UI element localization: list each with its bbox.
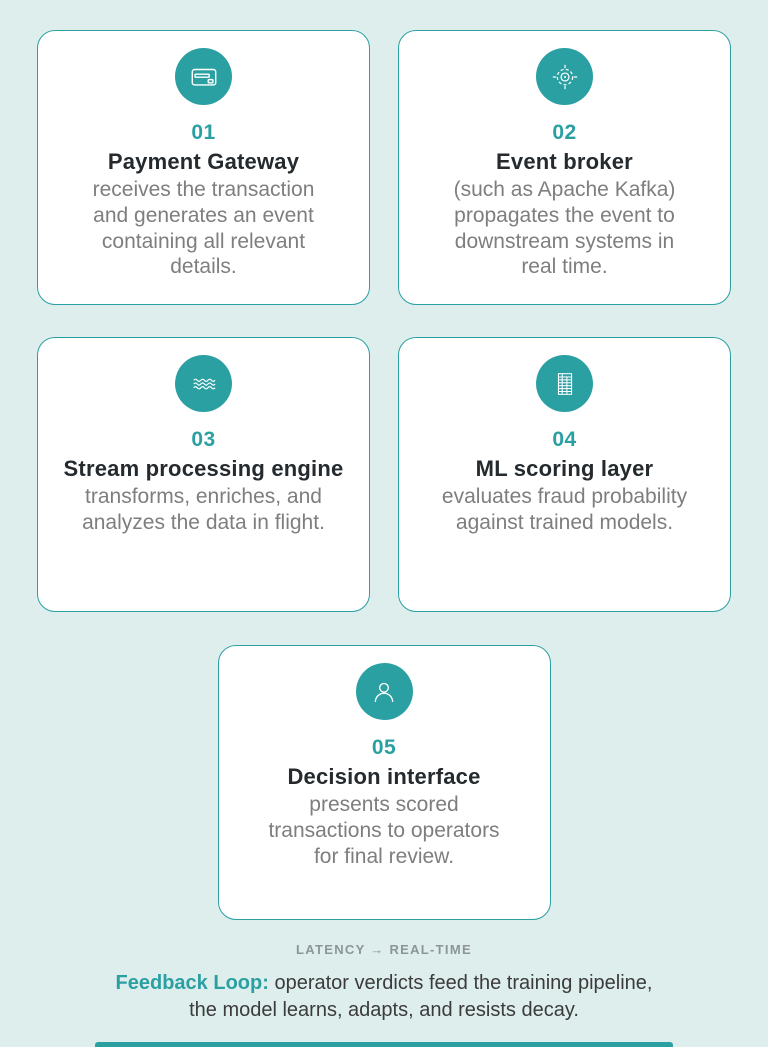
credit-card-icon [175,48,232,105]
card-title: Stream processing engine [63,456,344,481]
feedback-note: Feedback Loop: operator verdicts feed th… [0,970,768,1023]
card-title: ML scoring layer [475,456,654,481]
step-number: 01 [191,121,216,144]
card-ml-scoring: 04 ML scoring layer evaluates fraud prob… [398,337,731,612]
card-stream-processing: 03 Stream processing engine transforms, … [37,337,370,612]
person-icon [355,663,413,720]
step-number: 04 [552,428,577,451]
card-body: receives the transaction and generates a… [92,178,315,279]
card-body: presents scored transactions to operator… [268,793,500,868]
table-icon [536,355,593,412]
card-event-broker: 02 Event broker (such as Apache Kafka) p… [398,30,731,305]
card-body: evaluates fraud probability against trai… [441,485,688,534]
card-row-1: 01 Payment Gateway receives the transact… [0,0,768,305]
card-title: Payment Gateway [107,149,300,174]
card-row-2: 03 Stream processing engine transforms, … [0,337,768,612]
bottom-accent-bar [95,1042,673,1047]
card-row-3: 05 Decision interface presents scored tr… [0,645,768,920]
card-body: transforms, enriches, and analyzes the d… [82,485,325,534]
card-body: (such as Apache Kafka) propagates the ev… [453,178,676,279]
step-number: 05 [371,736,397,759]
card-decision-interface: 05 Decision interface presents scored tr… [217,645,551,920]
feedback-label: Feedback Loop: [115,972,269,994]
waves-icon [175,355,232,412]
card-title: Event broker [496,149,633,174]
step-number: 02 [552,121,577,144]
card-payment-gateway: 01 Payment Gateway receives the transact… [37,30,370,305]
target-icon [536,48,593,105]
step-number: 03 [191,428,216,451]
card-title: Decision interface [287,764,481,789]
feedback-text: operator verdicts feed the training pipe… [189,972,653,1021]
latency-caption: LATENCY → REAL-TIME [296,942,472,957]
